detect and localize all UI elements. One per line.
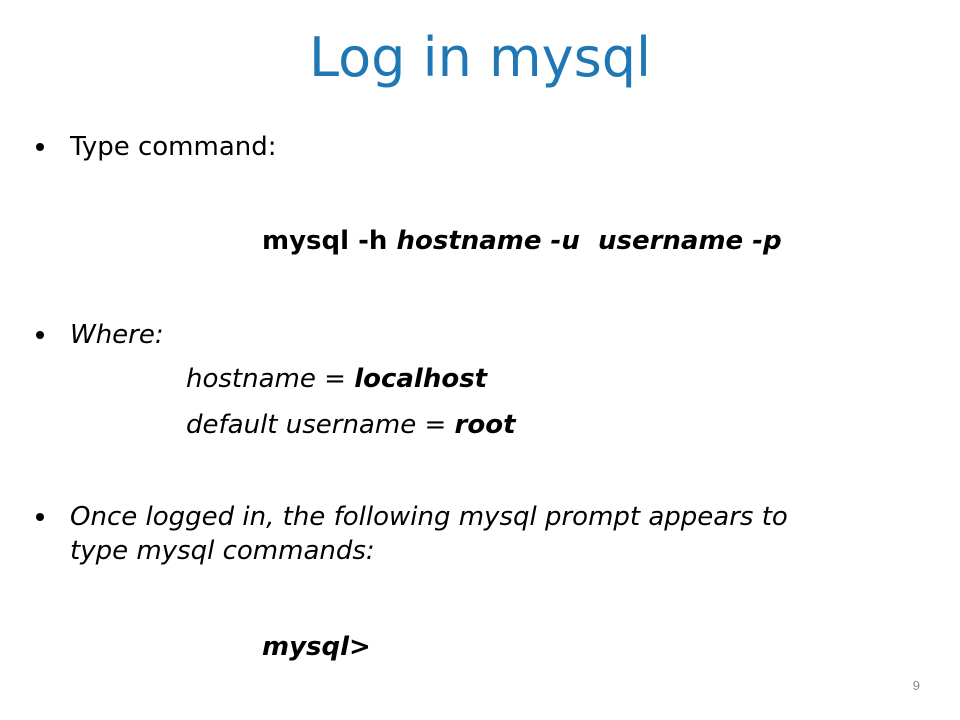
bullet-marker: [33, 130, 47, 164]
bullet-once-logged-line1: Once logged in, the following mysql prom…: [70, 502, 788, 532]
where-username-value: root: [454, 410, 516, 440]
command-line: mysql -h hostname -u username -p: [262, 224, 782, 258]
bullet-dot-icon: [36, 143, 44, 151]
bullet-dot-icon: [36, 513, 44, 521]
mysql-prompt: mysql>: [262, 632, 371, 662]
slide-title: Log in mysql: [309, 26, 651, 89]
bullet-dot-icon: [36, 331, 44, 339]
where-hostname-line: hostname = localhost: [186, 362, 487, 396]
command-part-args: hostname -u username -p: [396, 226, 782, 256]
bullet-marker: [33, 500, 47, 534]
page-number: 9: [912, 678, 920, 693]
bullet-type-command: Type command:: [70, 132, 277, 162]
bullet-once-logged-line2: type mysql commands:: [70, 536, 375, 566]
where-username-line: default username = root: [186, 408, 516, 442]
bullet-where: Where:: [70, 320, 164, 350]
where-hostname-label: hostname =: [186, 364, 355, 394]
where-hostname-value: localhost: [354, 364, 488, 394]
command-part-mysql: mysql -h: [262, 226, 397, 256]
where-username-label: default username =: [186, 410, 455, 440]
bullet-marker: [33, 318, 47, 352]
